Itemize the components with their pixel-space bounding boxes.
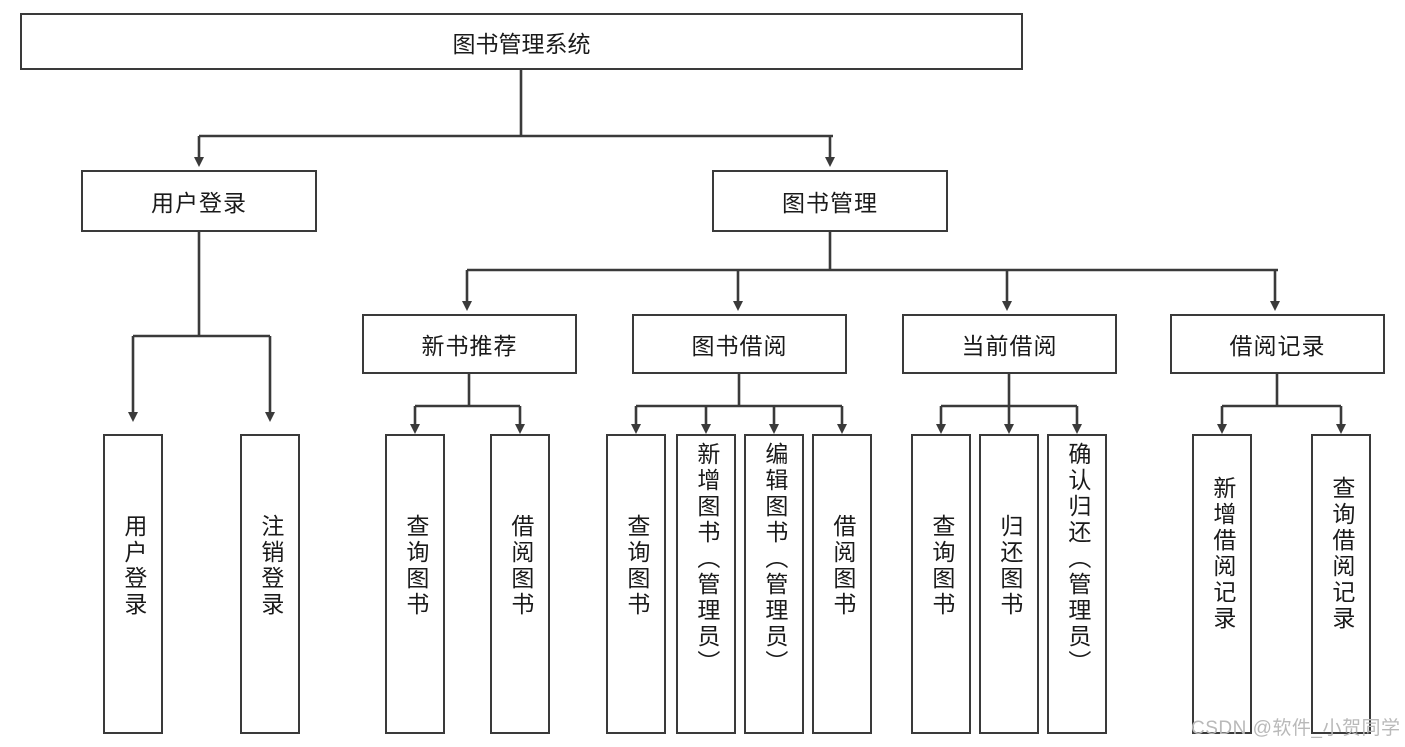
leaf-edit-book-admin-label: 编辑图书（管理员） xyxy=(761,442,788,676)
node-user-login-label: 用户登录 xyxy=(151,190,247,216)
leaf-query-book-1-label: 查询图书 xyxy=(402,514,429,618)
leaf-query-borrow-record-label: 查询借阅记录 xyxy=(1328,476,1355,632)
leaf-user-login[interactable]: 用户登录 xyxy=(103,434,163,734)
node-book-borrow-label: 图书借阅 xyxy=(691,333,788,359)
leaf-user-login-label: 用户登录 xyxy=(120,514,147,618)
leaf-add-book-admin-label: 新增图书（管理员） xyxy=(693,442,720,676)
node-borrow-record-label: 借阅记录 xyxy=(1229,333,1326,359)
node-current-borrow-label: 当前借阅 xyxy=(961,333,1058,359)
leaf-confirm-return-admin[interactable]: 确认归还（管理员） xyxy=(1047,434,1107,734)
node-current-borrow[interactable]: 当前借阅 xyxy=(902,314,1117,374)
leaf-query-book-2[interactable]: 查询图书 xyxy=(606,434,666,734)
leaf-add-borrow-record[interactable]: 新增借阅记录 xyxy=(1192,434,1252,734)
leaf-query-book-1[interactable]: 查询图书 xyxy=(385,434,445,734)
leaf-confirm-return-admin-label: 确认归还（管理员） xyxy=(1064,442,1091,676)
node-book-management-label: 图书管理 xyxy=(782,190,878,216)
watermark: CSDN @软件_小贺同学 xyxy=(1191,718,1401,739)
node-borrow-record[interactable]: 借阅记录 xyxy=(1170,314,1385,374)
leaf-query-book-3[interactable]: 查询图书 xyxy=(911,434,971,734)
leaf-edit-book-admin[interactable]: 编辑图书（管理员） xyxy=(744,434,804,734)
node-new-book-recommend[interactable]: 新书推荐 xyxy=(362,314,577,374)
node-root-label: 图书管理系统 xyxy=(452,30,591,57)
leaf-borrow-book-2-label: 借阅图书 xyxy=(829,514,856,618)
leaf-query-book-2-label: 查询图书 xyxy=(623,514,650,618)
leaf-borrow-book-1-label: 借阅图书 xyxy=(507,514,534,618)
leaf-add-book-admin[interactable]: 新增图书（管理员） xyxy=(676,434,736,734)
leaf-logout-login-label: 注销登录 xyxy=(257,514,284,618)
leaf-query-borrow-record[interactable]: 查询借阅记录 xyxy=(1311,434,1371,734)
leaf-return-book[interactable]: 归还图书 xyxy=(979,434,1039,734)
leaf-borrow-book-2[interactable]: 借阅图书 xyxy=(812,434,872,734)
node-user-login[interactable]: 用户登录 xyxy=(81,170,317,232)
leaf-logout-login[interactable]: 注销登录 xyxy=(240,434,300,734)
node-root[interactable]: 图书管理系统 xyxy=(20,13,1023,70)
node-book-borrow[interactable]: 图书借阅 xyxy=(632,314,847,374)
node-new-book-recommend-label: 新书推荐 xyxy=(421,333,518,359)
leaf-return-book-label: 归还图书 xyxy=(996,514,1023,618)
leaf-borrow-book-1[interactable]: 借阅图书 xyxy=(490,434,550,734)
leaf-add-borrow-record-label: 新增借阅记录 xyxy=(1209,476,1236,632)
leaf-query-book-3-label: 查询图书 xyxy=(928,514,955,618)
node-book-management[interactable]: 图书管理 xyxy=(712,170,948,232)
